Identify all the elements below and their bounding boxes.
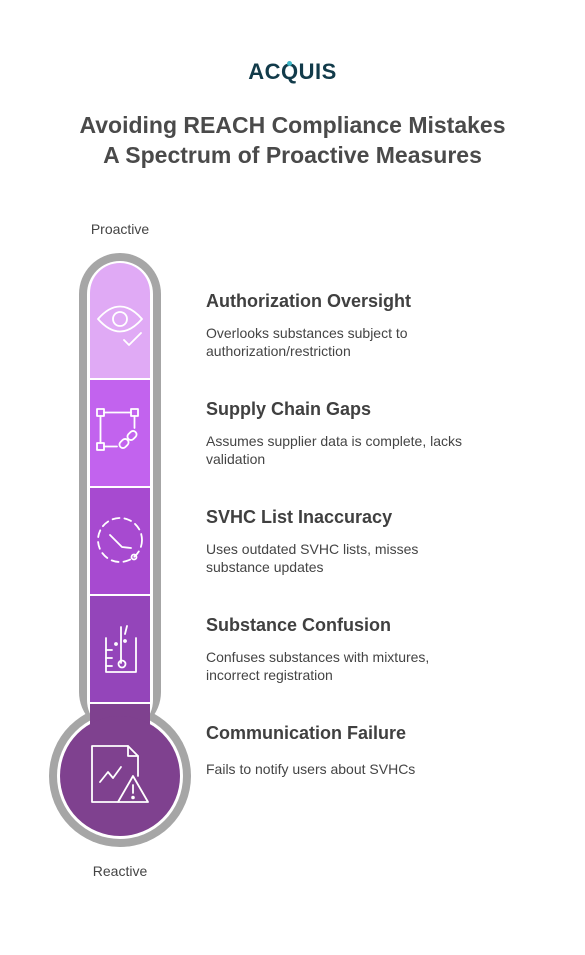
segment-authorization-oversight	[90, 263, 150, 378]
frame-link-icon	[96, 408, 139, 451]
segment-svhc-list-inaccuracy	[90, 488, 150, 594]
item-svhc-list-inaccuracy: SVHC List Inaccuracy Uses outdated SVHC …	[206, 506, 546, 576]
beaker-icon	[105, 625, 137, 673]
item-authorization-oversight: Authorization Oversight Overlooks substa…	[206, 290, 546, 360]
item-description: Fails to notify users about SVHCs	[206, 761, 416, 777]
item-description: Overlooks substances subject to authoriz…	[206, 325, 408, 359]
item-heading: Supply Chain Gaps	[206, 399, 372, 419]
title-line-2: A Spectrum of Proactive Measures	[103, 142, 482, 168]
segment-communication-failure	[60, 704, 180, 836]
item-description: Confuses substances with mixtures, incor…	[206, 649, 430, 683]
brand-logo: ACQUIS	[0, 59, 585, 85]
scale-bottom-label: Reactive	[92, 863, 148, 879]
item-description: Assumes supplier data is complete, lacks…	[206, 433, 462, 467]
dashed-clock-icon	[97, 517, 143, 563]
document-warning-icon	[91, 745, 149, 803]
title-line-1: Avoiding REACH Compliance Mistakes	[79, 112, 506, 138]
item-description: Uses outdated SVHC lists, misses substan…	[206, 541, 419, 575]
logo-q-letter: Q	[280, 59, 299, 84]
logo-text-end: UIS	[298, 59, 337, 84]
item-heading: Substance Confusion	[206, 615, 392, 635]
scale-top-label: Proactive	[90, 221, 150, 237]
item-supply-chain-gaps: Supply Chain Gaps Assumes supplier data …	[206, 398, 546, 468]
item-heading: Communication Failure	[206, 723, 407, 743]
item-heading: SVHC List Inaccuracy	[206, 507, 393, 527]
logo-text-start: AC	[248, 59, 281, 84]
segment-substance-confusion	[90, 596, 150, 702]
eye-check-icon	[97, 305, 143, 346]
item-heading: Authorization Oversight	[206, 291, 412, 311]
item-communication-failure: Communication Failure Fails to notify us…	[206, 722, 546, 778]
item-substance-confusion: Substance Confusion Confuses substances …	[206, 614, 546, 684]
segment-supply-chain-gaps	[90, 380, 150, 486]
